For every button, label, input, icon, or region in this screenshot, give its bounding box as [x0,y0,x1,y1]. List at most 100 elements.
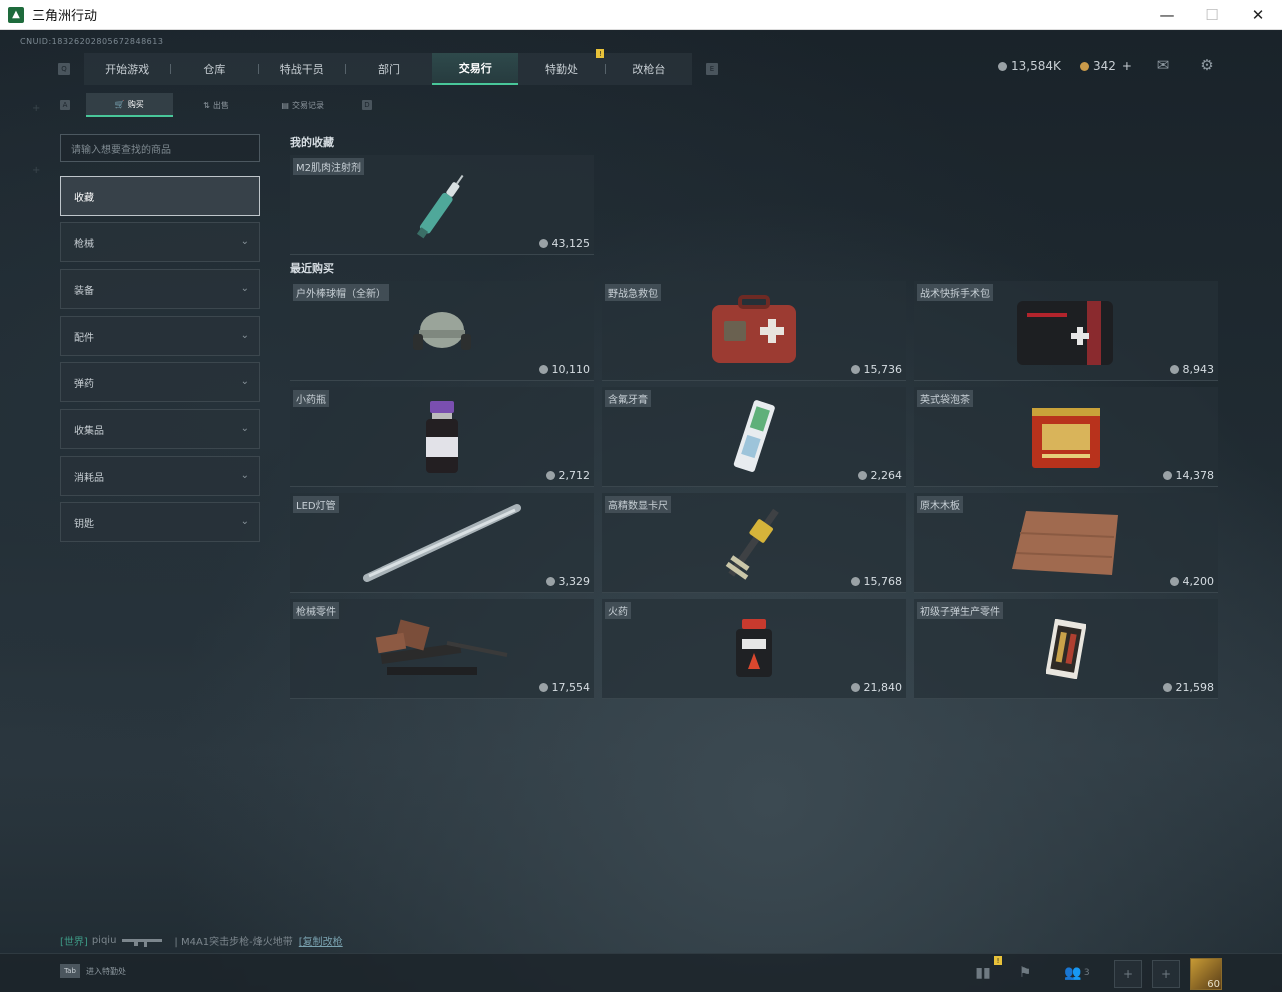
tab-operators[interactable]: 特战干员 [279,63,324,76]
led-tube-icon [363,503,521,582]
item-card[interactable]: 高精数显卡尺 15,768 [602,493,906,593]
copy-gun-build-link[interactable]: [复制改枪 [298,937,343,948]
avatar[interactable]: 60 [1190,958,1222,990]
chat-message: | M4A1突击步枪-烽火地带 [174,937,293,948]
item-price: 2,264 [857,469,902,482]
silver-coin-icon [850,365,860,374]
item-name: 含氟牙膏 [605,390,651,407]
tab-department[interactable]: 部门 [377,63,400,76]
chat-user[interactable]: piqiu [91,935,117,946]
silver-coin-icon [998,61,1007,71]
item-name: 初级子弹生产零件 [917,602,1003,619]
caliper-icon [725,508,779,580]
medkit-icon [712,294,796,363]
item-card[interactable]: 野战急救包 15,736 [602,281,906,381]
nav-divider [344,64,346,74]
chevron-down-icon: ⌄ [240,236,249,247]
silver-coin-icon [850,683,860,692]
syringe-icon [416,174,464,238]
item-card[interactable]: M2肌肉注射剂 43,125 [290,155,594,255]
gold-coin-icon [1080,61,1089,71]
silver-coin-icon [545,471,555,480]
tab-records[interactable]: ▤ 交易记录 [281,100,324,110]
chevron-down-icon: ⌄ [240,330,249,341]
gold-currency[interactable]: 342 + [1080,59,1132,73]
tab-trading[interactable]: 交易行 [432,53,519,85]
category-attachments[interactable]: 配件 ⌄ [60,316,260,356]
item-card[interactable]: LED灯管 3,329 [290,493,594,593]
bottom-bar: Tab 进入特勤处 ▮▮ ! ⚑ 👥3 + + 60 [0,953,1282,992]
search-input[interactable]: 请输入想要查找的商品 [60,134,260,162]
silver-coin-icon [1169,365,1179,374]
tab-start-game[interactable]: 开始游戏 [105,63,150,76]
subnav-right-key[interactable]: D [362,93,372,117]
mail-icon[interactable]: ✉ [1156,56,1170,74]
favorites-title: 我的收藏 [290,136,334,149]
nav-divider [170,64,172,74]
topnav-left-key[interactable]: Q [58,53,70,85]
tab-special-ops[interactable]: 特勤处 ! [518,49,605,85]
item-price: 21,598 [1162,681,1214,694]
stats-icon[interactable]: ▮▮ [975,965,991,981]
category-ammo[interactable]: 弹药 ⌄ [60,362,260,402]
category-consumables[interactable]: 消耗品 ⌄ [60,456,260,496]
category-equipment[interactable]: 装备 ⌄ [60,269,260,309]
tab-buy[interactable]: 🛒 购买 [86,93,173,117]
silver-coin-icon [545,577,555,586]
item-price: 15,736 [850,363,902,376]
chat-line: [世界] piqiu | M4A1突击步枪-烽火地带 [复制改枪 [60,933,343,948]
item-card[interactable]: 初级子弹生产零件 21,598 [914,599,1218,699]
toothpaste-icon [733,399,775,472]
silver-coin-icon [538,365,548,374]
item-card[interactable]: 战术快拆手术包 8,943 [914,281,1218,381]
item-name: 高精数显卡尺 [605,496,671,513]
gun-parts-icon [375,619,508,675]
cap-icon [413,311,471,350]
item-card[interactable]: 原木木板 4,200 [914,493,1218,593]
item-name: 户外棒球帽（全新） [293,284,389,301]
chevron-down-icon: ⌄ [240,423,249,434]
add-slot-button[interactable]: + [1114,960,1142,988]
category-keys[interactable]: 钥匙 ⌄ [60,502,260,542]
item-name: M2肌肉注射剂 [293,158,364,175]
main-nav: 开始游戏 仓库 特战干员 部门 交易行 特勤处 ! 改枪台 [84,49,692,85]
item-price: 4,200 [1169,575,1214,588]
gunpowder-icon [736,618,772,677]
friends-icon[interactable]: 👥3 [1064,965,1090,981]
minimize-button[interactable]: — [1159,6,1175,24]
app-logo-icon: ▲ [8,6,24,23]
flag-icon[interactable]: ⚑ [1018,965,1032,981]
item-name: 野战急救包 [605,284,661,301]
cart-icon: 🛒 [114,99,125,109]
add-gold-button[interactable]: + [1121,59,1132,73]
tab-gunsmith[interactable]: 改枪台 [632,63,666,76]
grid-plus-icon: + [32,165,41,176]
player-level: 60 [1207,979,1220,990]
add-slot-button[interactable]: + [1152,960,1180,988]
item-card[interactable]: 英式袋泡茶 14,378 [914,387,1218,487]
grid-plus-icon: + [32,103,41,114]
window-title: 三角洲行动 [32,9,98,24]
tab-sell[interactable]: ⇅ 出售 [203,100,229,110]
item-name: LED灯管 [293,496,339,513]
close-button[interactable]: ✕ [1251,6,1265,24]
category-favorites[interactable]: 收藏 [60,176,260,216]
item-card[interactable]: 枪械零件 17,554 [290,599,594,699]
item-price: 43,125 [538,237,590,250]
category-collectibles[interactable]: 收集品 ⌄ [60,409,260,449]
item-card[interactable]: 小药瓶 2,712 [290,387,594,487]
enter-special-ops-button[interactable]: Tab 进入特勤处 [60,964,126,978]
silver-coin-icon [857,471,867,480]
item-card[interactable]: 火药 21,840 [602,599,906,699]
topnav-right-key[interactable]: E [706,53,718,85]
item-price: 3,329 [545,575,590,588]
item-card[interactable]: 户外棒球帽（全新） 10,110 [290,281,594,381]
sell-icon: ⇅ [203,100,210,110]
subnav-left-key[interactable]: A [60,93,70,117]
tab-warehouse[interactable]: 仓库 [203,63,226,76]
gear-icon[interactable]: ⚙ [1200,56,1214,74]
item-card[interactable]: 含氟牙膏 2,264 [602,387,906,487]
maximize-button[interactable]: ☐ [1205,6,1219,24]
category-guns[interactable]: 枪械 ⌄ [60,222,260,262]
